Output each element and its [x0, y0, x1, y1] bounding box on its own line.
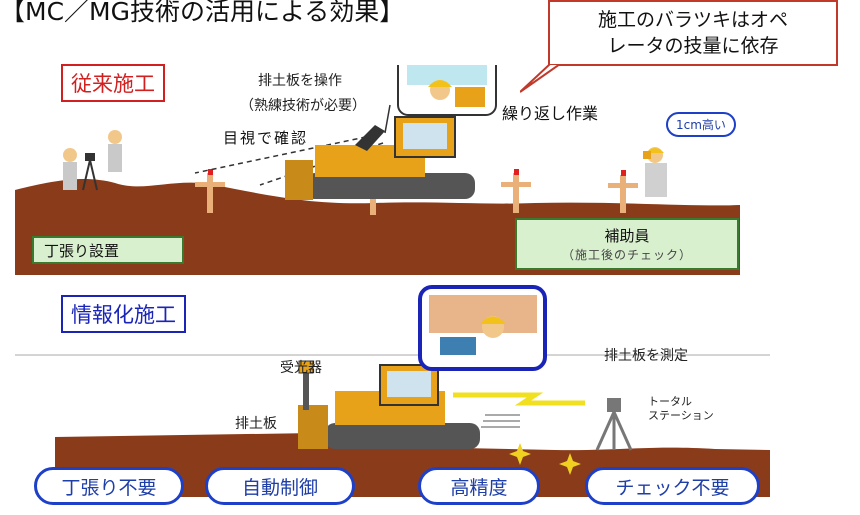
- operator-window-traditional: [397, 42, 497, 116]
- assistant-box: 補助員 （施工後のチェック）: [515, 218, 739, 270]
- sparkles: [509, 443, 581, 475]
- stake-3: [501, 169, 531, 213]
- stake-4: [608, 170, 638, 213]
- total-station: [595, 398, 633, 451]
- ict-construction-label: 情報化施工: [61, 295, 186, 333]
- bulldozer-traditional: [285, 116, 475, 200]
- assistant-note-text: （施工後のチェック）: [561, 248, 692, 262]
- skill-required-text: （熟練技術が必要）: [240, 98, 366, 114]
- assistant-text: 補助員: [604, 227, 650, 245]
- pill-no-check: チェック不要: [585, 467, 760, 505]
- callout-box: 施工のバラツキはオペ レータの技量に依存: [548, 0, 838, 66]
- receiver-text: 受光器: [280, 360, 322, 376]
- operator-window-ict: [418, 285, 547, 371]
- stake-setup-text: 丁張り設置: [44, 241, 120, 260]
- pill-high-accuracy: 高精度: [418, 467, 540, 505]
- pill-auto-control: 自動制御: [205, 467, 355, 505]
- stake-setup-box: 丁張り設置: [32, 236, 184, 264]
- laser-beam: [453, 392, 585, 428]
- total-station-text: トータル ステーション: [648, 395, 714, 422]
- repeat-work-text: 繰り返し作業: [502, 104, 599, 123]
- stake-1: [195, 169, 225, 213]
- operate-pointer: [384, 104, 391, 134]
- visual-check-text: 目視で確認: [223, 129, 309, 147]
- blade-operation-text: 排土板を操作: [258, 73, 342, 89]
- illustration-canvas: [15, 42, 770, 497]
- blade-text: 排土板: [235, 416, 277, 432]
- pill-no-stakes: 丁張り不要: [34, 467, 184, 505]
- assistant-figure: [643, 147, 667, 197]
- surveyor-figures: [63, 130, 122, 191]
- callout-text: 施工のバラツキはオペ レータの技量に依存: [597, 9, 788, 57]
- bulldozer-ict: [298, 360, 480, 449]
- blade-measure-text: 排土板を測定: [604, 348, 688, 364]
- height-bubble: 1cm高い: [666, 112, 736, 137]
- illustration-panel: [15, 42, 770, 497]
- callout-pointer: [520, 64, 560, 93]
- traditional-construction-label: 従来施工: [61, 64, 165, 102]
- page-title: 【MC／MG技術の活用による効果】: [0, 0, 405, 26]
